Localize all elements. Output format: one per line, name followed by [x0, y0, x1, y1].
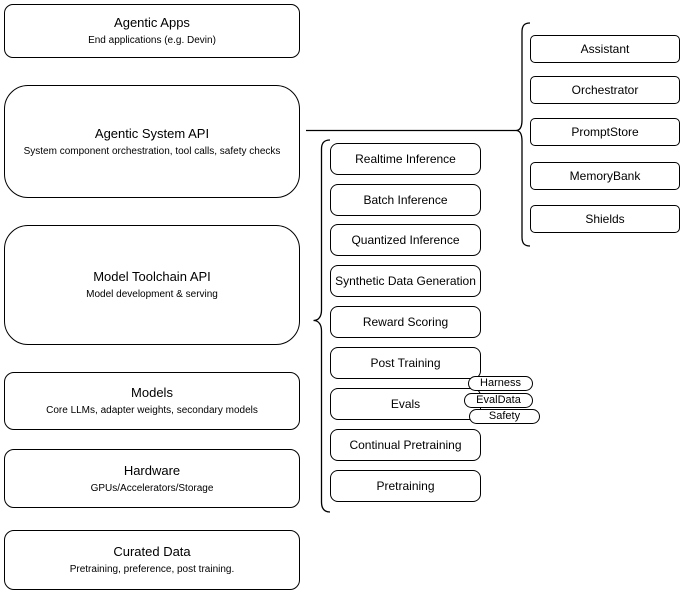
box-subtitle: System component orchestration, tool cal…: [23, 145, 281, 157]
box-label: Evals: [390, 397, 421, 411]
box-synthetic-data-generation: Synthetic Data Generation: [330, 265, 481, 297]
tag-safety: Safety: [469, 409, 540, 424]
box-subtitle: Model development & serving: [86, 289, 218, 300]
tag-label: Safety: [488, 410, 521, 422]
box-subtitle: GPUs/Accelerators/Storage: [90, 482, 214, 494]
box-label: Quantized Inference: [351, 233, 460, 247]
box-label: Batch Inference: [363, 193, 448, 207]
box-memorybank: MemoryBank: [530, 162, 680, 190]
box-label: Realtime Inference: [355, 152, 456, 166]
box-title: Curated Data: [113, 544, 191, 559]
box-orchestrator: Orchestrator: [530, 76, 680, 104]
box-batch-inference: Batch Inference: [330, 184, 481, 216]
box-subtitle: Pretraining, preference, post training.: [69, 564, 235, 575]
right-group-brace: [515, 22, 531, 247]
box-realtime-inference: Realtime Inference: [330, 143, 481, 175]
box-hardware: Hardware GPUs/Accelerators/Storage: [4, 449, 300, 508]
box-label: Reward Scoring: [362, 315, 449, 329]
box-title: Hardware: [123, 462, 181, 478]
box-label: Orchestrator: [571, 83, 639, 97]
box-title: Model Toolchain API: [93, 269, 211, 284]
box-title: Agentic System API: [94, 125, 210, 141]
box-agentic-apps: Agentic Apps End applications (e.g. Devi…: [4, 4, 300, 58]
box-label: Shields: [585, 212, 625, 226]
box-shields: Shields: [530, 205, 680, 233]
box-title: Agentic Apps: [114, 15, 190, 30]
box-evals: Evals: [330, 388, 481, 420]
box-label: Pretraining: [376, 479, 435, 493]
tag-label: Harness: [480, 377, 521, 389]
box-label: Synthetic Data Generation: [335, 274, 476, 288]
box-model-toolchain-api: Model Toolchain API Model development & …: [4, 225, 300, 345]
box-reward-scoring: Reward Scoring: [330, 306, 481, 338]
middle-group-brace: [313, 139, 331, 513]
tag-label: EvalData: [476, 394, 521, 406]
box-label: Continual Pretraining: [349, 438, 462, 452]
box-agentic-system-api: Agentic System API System component orch…: [4, 85, 300, 198]
box-label: MemoryBank: [569, 169, 641, 183]
box-label: PromptStore: [571, 125, 639, 139]
box-models: Models Core LLMs, adapter weights, secon…: [4, 372, 300, 430]
tag-evaldata: EvalData: [464, 393, 533, 408]
box-curated-data: Curated Data Pretraining, preference, po…: [4, 530, 300, 590]
box-title: Models: [131, 385, 173, 400]
box-subtitle: Core LLMs, adapter weights, secondary mo…: [46, 405, 258, 416]
box-subtitle: End applications (e.g. Devin): [88, 35, 216, 46]
box-post-training: Post Training: [330, 347, 481, 379]
box-assistant: Assistant: [530, 35, 680, 63]
box-pretraining: Pretraining: [330, 470, 481, 502]
box-label: Assistant: [580, 42, 630, 56]
box-promptstore: PromptStore: [530, 118, 680, 146]
tag-harness: Harness: [468, 376, 533, 391]
box-quantized-inference: Quantized Inference: [330, 224, 481, 256]
box-continual-pretraining: Continual Pretraining: [330, 429, 481, 461]
box-label: Post Training: [370, 356, 441, 370]
